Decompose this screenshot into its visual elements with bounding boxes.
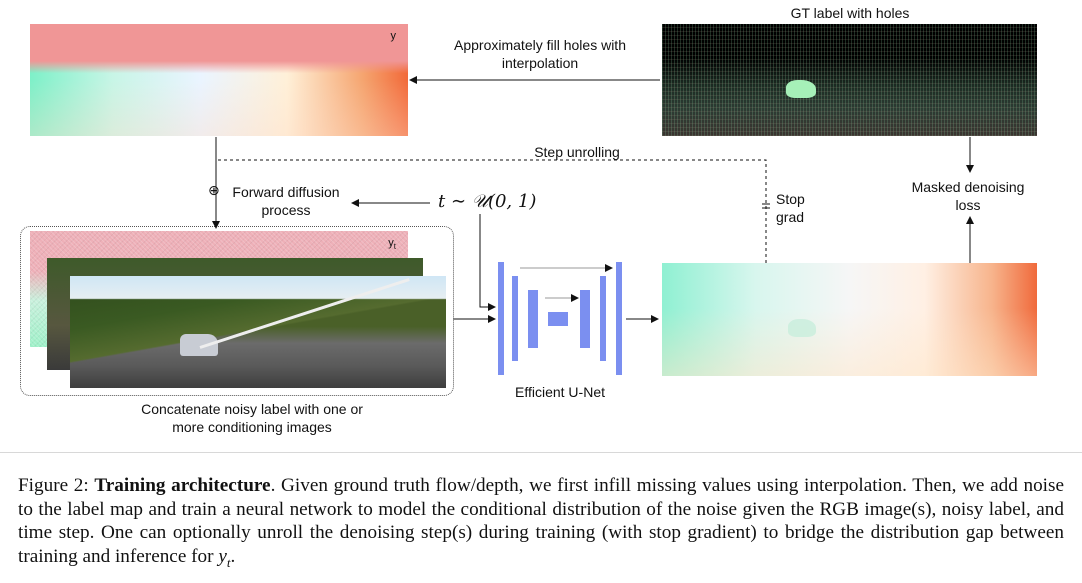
filled-depth-map: y xyxy=(30,24,408,136)
unet-label: Efficient U-Net xyxy=(515,384,605,400)
caption-text: . Given ground truth flow/depth, we firs… xyxy=(18,475,1064,567)
unet-block xyxy=(498,262,504,375)
unet-diagram xyxy=(498,262,628,377)
unet-block xyxy=(580,290,590,348)
stop-grad-label: Stop grad xyxy=(776,191,805,225)
gt-car-blob xyxy=(786,80,816,98)
caption-prefix: Figure 2: xyxy=(18,475,89,496)
diagram-arrows xyxy=(212,76,974,323)
unet-block xyxy=(616,262,622,375)
fill-holes-text: Approximately fill holes with interpolat… xyxy=(454,37,626,71)
unet-block xyxy=(548,312,568,326)
step-unrolling-label: Step unrolling xyxy=(534,144,620,160)
caption-variable: yt xyxy=(218,545,231,570)
yt-label: yt xyxy=(388,237,396,252)
forward-diffusion-label: Forward diffusion process xyxy=(232,184,340,218)
gt-title: GT label with holes xyxy=(790,5,910,21)
forward-diffusion-symbol: ⊕ xyxy=(208,183,220,199)
predicted-depth-map xyxy=(662,263,1037,376)
caption-bold-title: Training architecture xyxy=(94,475,271,496)
gt-label-image xyxy=(662,24,1037,136)
masked-loss-label: Masked denoising loss xyxy=(911,179,1025,213)
step-unrolling-dashed-line xyxy=(218,159,767,263)
concat-dotted-box xyxy=(20,226,454,396)
unet-block xyxy=(600,276,606,361)
concat-label: Concatenate noisy label with one or more… xyxy=(141,401,363,435)
unet-block xyxy=(512,276,518,361)
y-label: y xyxy=(390,30,397,42)
figure-divider xyxy=(0,452,1082,453)
arrow-t-to-unet xyxy=(479,214,496,311)
figure-caption: Figure 2: Training architecture. Given g… xyxy=(18,475,1064,570)
t-sampling-label: t ∼ 𝒰(0, 1) xyxy=(438,191,537,212)
predicted-car-blob xyxy=(788,319,816,337)
rgb-image-front xyxy=(70,276,446,388)
unet-block xyxy=(528,290,538,348)
